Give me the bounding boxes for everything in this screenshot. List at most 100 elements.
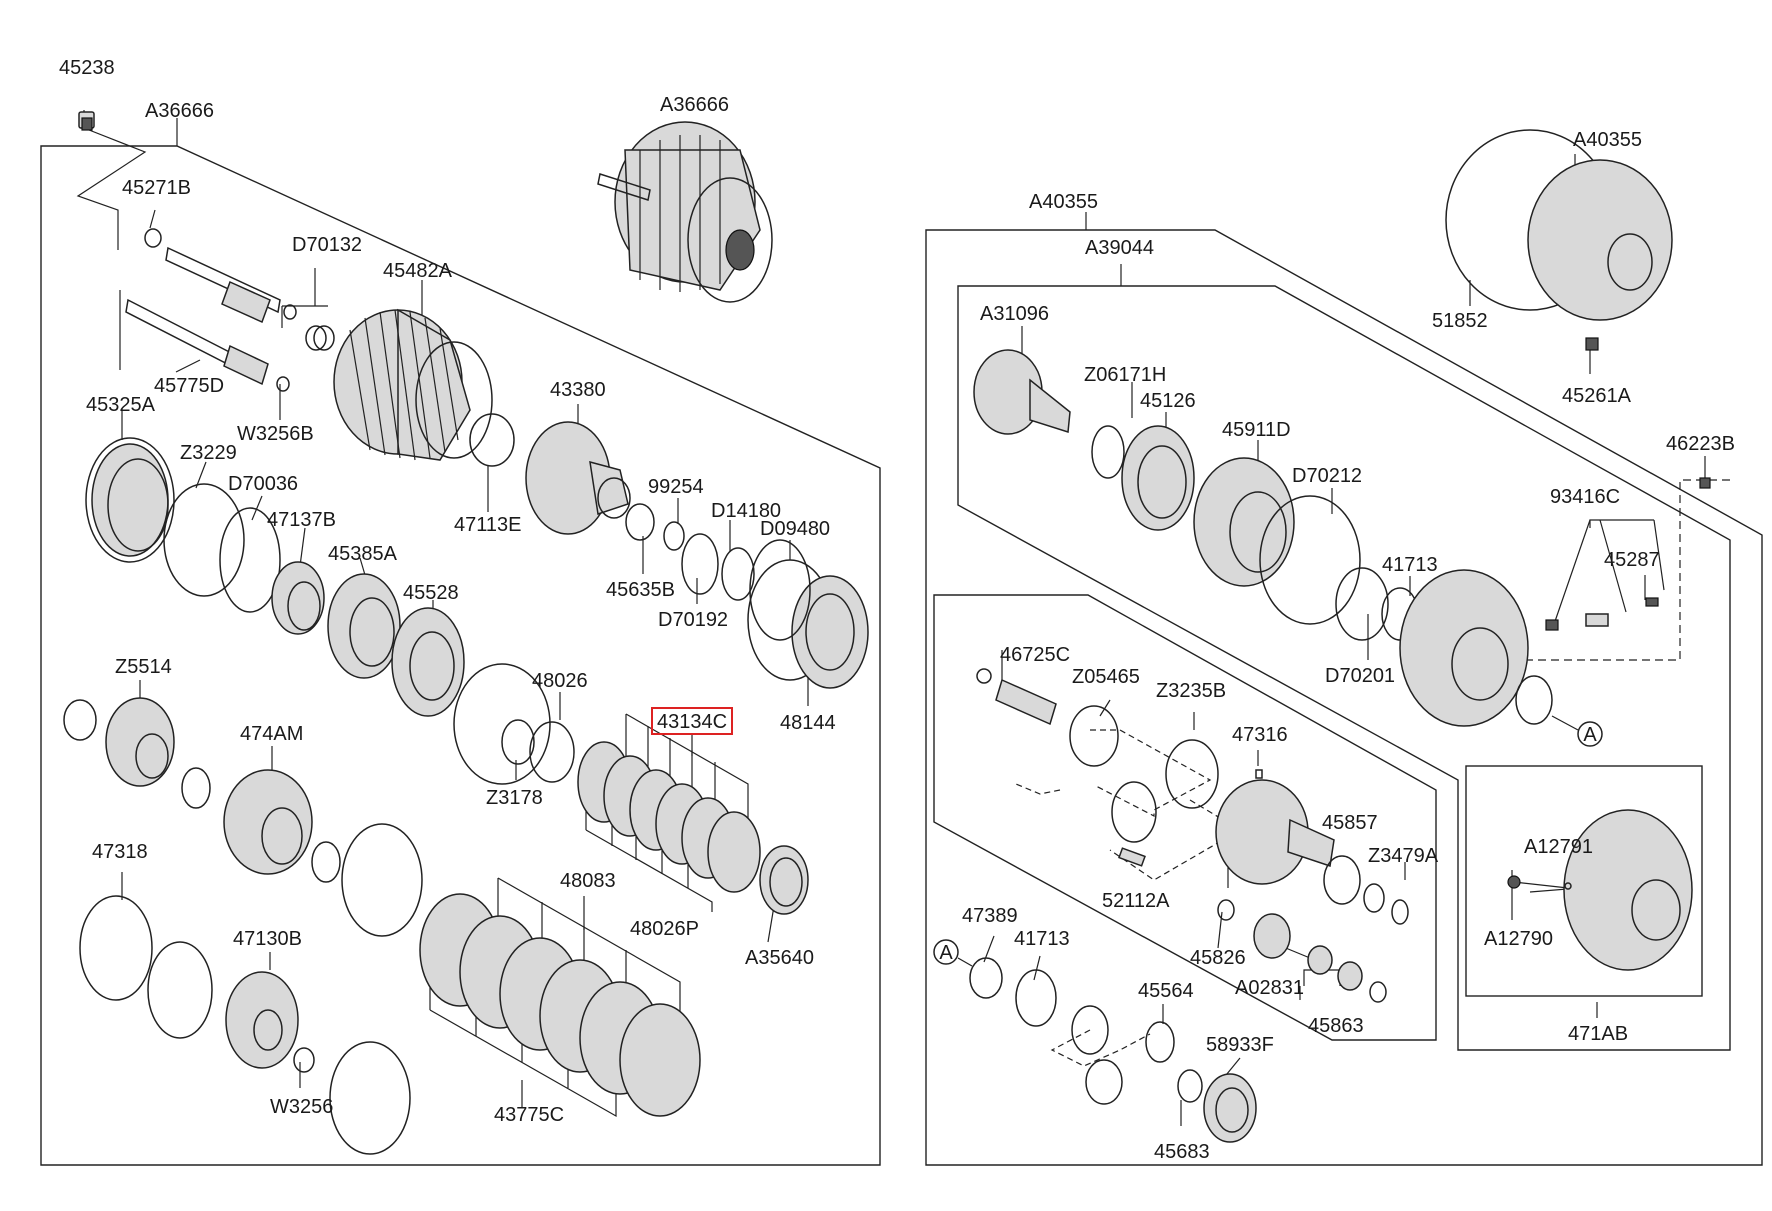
label-a02831: A02831 — [1235, 977, 1304, 999]
label-w3256: W3256 — [270, 1096, 333, 1118]
label-52112a: 52112A — [1102, 890, 1170, 912]
part-45857-bearing — [1323, 855, 1361, 905]
part-labels: 45238 A36666 A36666 45271B D70132 45482A… — [59, 57, 1735, 1163]
label-45325a: 45325A — [86, 394, 156, 416]
ref-circle-a-pump: A — [1551, 715, 1603, 747]
label-58933f: 58933F — [1206, 1034, 1274, 1056]
inner-frame-471ab — [1465, 765, 1703, 997]
part-z3178-ring — [501, 719, 535, 765]
label-a40355-frame: A40355 — [1029, 191, 1098, 213]
part-99254-ring — [663, 521, 685, 551]
part-45238-bolt — [78, 111, 95, 131]
part-a40355-housing — [1445, 129, 1673, 321]
label-471ab: 471AB — [1568, 1023, 1628, 1045]
part-45863-gears — [1307, 945, 1387, 1003]
part-45482a-drum — [333, 308, 493, 461]
label-45863: 45863 — [1308, 1015, 1364, 1037]
label-46223b: 46223B — [1666, 433, 1735, 455]
label-474am: 474AM — [240, 723, 303, 745]
label-47316: 47316 — [1232, 724, 1288, 746]
part-a35640-ring — [759, 845, 809, 915]
part-46223b-plug — [1699, 477, 1711, 489]
label-z06171h: Z06171H — [1084, 364, 1166, 386]
label-d70036: D70036 — [228, 473, 298, 495]
part-93416c-sensor — [1545, 597, 1659, 631]
part-47130b-hub — [225, 971, 299, 1069]
label-45385a: 45385A — [328, 543, 398, 565]
label-41713-diff: 41713 — [1014, 928, 1070, 950]
part-thrust-washer — [1111, 781, 1157, 843]
label-43134c: 43134C — [657, 711, 727, 733]
label-d09480: D09480 — [760, 518, 830, 540]
part-z3479a-ring-b — [1391, 899, 1409, 925]
label-z3235b: Z3235B — [1156, 680, 1226, 702]
part-43134c-plates — [577, 741, 761, 893]
part-45271b-ring — [144, 228, 162, 248]
label-z3178: Z3178 — [486, 787, 543, 809]
right-assembly-frame — [925, 229, 1763, 1166]
label-d14180: D14180 — [711, 500, 781, 522]
label-47318: 47318 — [92, 841, 148, 863]
part-w3256-ring — [293, 1047, 315, 1073]
part-d70132-rings — [305, 325, 335, 351]
part-d09480-ring — [749, 539, 811, 641]
part-pump-housing — [1399, 569, 1529, 727]
label-47130b: 47130B — [233, 928, 302, 950]
label-48026: 48026 — [532, 670, 588, 692]
label-45261a: 45261A — [1562, 385, 1632, 407]
part-z5514-hub — [105, 697, 175, 787]
part-52112a-pin — [1118, 847, 1146, 867]
ref-label-a2: A — [939, 942, 953, 964]
label-45126: 45126 — [1140, 390, 1196, 412]
label-45775d: 45775D — [154, 375, 224, 397]
part-48144-piston — [747, 559, 869, 689]
label-a35640: A35640 — [745, 947, 814, 969]
label-a36666-left: A36666 — [145, 100, 214, 122]
part-z3479a-ring-a — [1363, 883, 1385, 913]
part-47316-pin — [1255, 769, 1263, 779]
label-45528: 45528 — [403, 582, 459, 604]
part-snap-ring-bottom — [329, 1041, 411, 1155]
part-48026-ring — [529, 721, 575, 783]
label-41713-pump: 41713 — [1382, 554, 1438, 576]
part-474am-carrier — [223, 769, 313, 875]
part-z5514-ring-b — [181, 767, 211, 809]
label-45238: 45238 — [59, 57, 115, 79]
label-d70212: D70212 — [1292, 465, 1362, 487]
label-d70132: D70132 — [292, 234, 362, 256]
label-d70192: D70192 — [658, 609, 728, 631]
label-45287: 45287 — [1604, 549, 1660, 571]
part-z05465-ring — [1069, 705, 1119, 767]
part-z5514-ring-a — [63, 699, 97, 741]
part-45325a-clutch-pack — [85, 437, 175, 563]
ref-circle-a-diff: A — [933, 939, 973, 967]
part-46725c-shaft — [976, 668, 1057, 726]
label-z5514: Z5514 — [115, 656, 172, 678]
inner-frame-differential — [933, 594, 1437, 1041]
label-47389: 47389 — [962, 905, 1018, 927]
flow-lines-differential — [1015, 729, 1242, 1067]
inner-frame-a39044 — [957, 285, 1731, 1051]
part-45635b-ring — [625, 503, 655, 541]
part-41713-ring-b — [1015, 969, 1057, 1027]
highlight-box-43134c — [651, 707, 733, 735]
part-47318-friction-ring — [79, 895, 153, 1001]
part-a36666-drum — [597, 121, 773, 303]
label-48144: 48144 — [780, 712, 836, 734]
part-45126-sprag — [1121, 425, 1195, 531]
part-58933f-seal — [1203, 1073, 1257, 1143]
part-474am-ring — [311, 841, 341, 883]
label-99254: 99254 — [648, 476, 704, 498]
part-45826-washer — [1217, 899, 1235, 921]
label-45564: 45564 — [1138, 980, 1194, 1002]
label-47113e: 47113E — [454, 514, 521, 536]
part-d70212-seal — [1259, 495, 1361, 625]
label-z3479a: Z3479A — [1368, 845, 1439, 867]
label-45635b: 45635B — [606, 579, 675, 601]
part-a31096-hub — [973, 349, 1071, 435]
part-snap-ring-mid — [341, 823, 423, 937]
label-48026p: 48026P — [630, 918, 699, 940]
label-45271b: 45271B — [122, 177, 191, 199]
part-45683-ring — [1177, 1069, 1203, 1103]
